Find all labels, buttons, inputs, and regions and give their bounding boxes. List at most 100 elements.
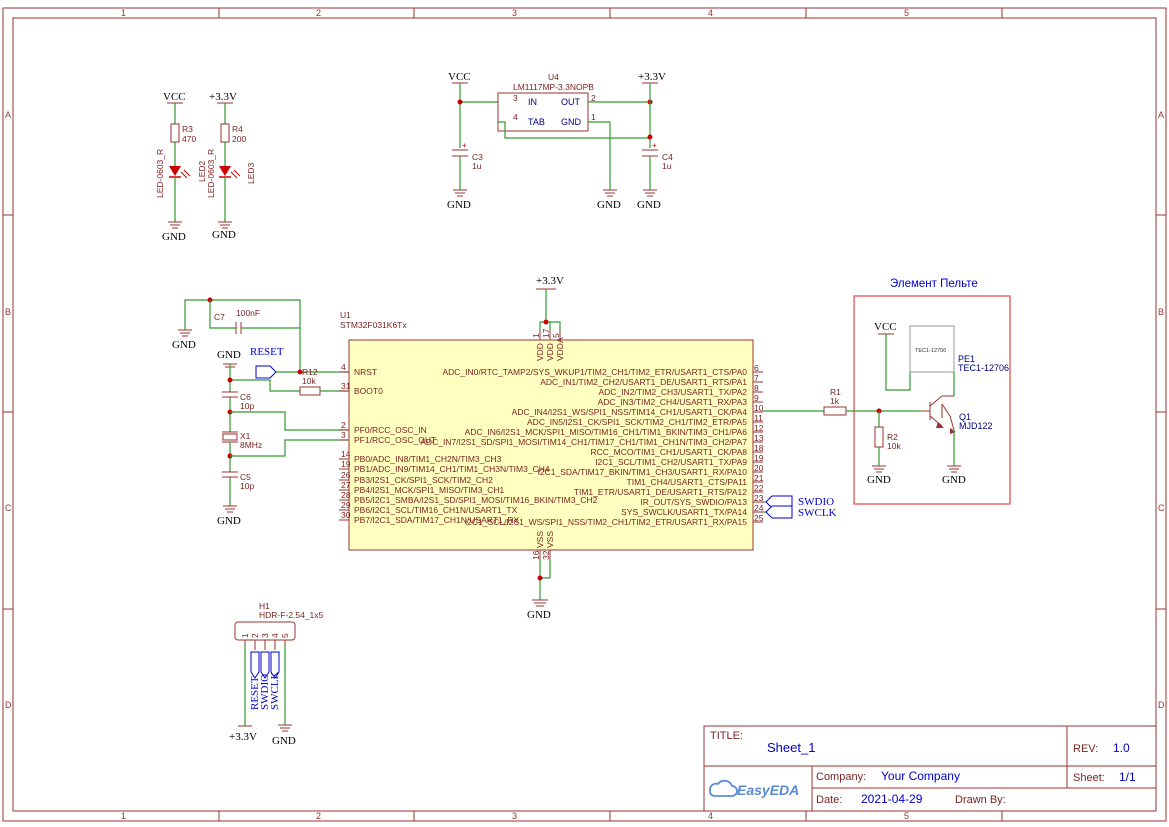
sheet-frame: 1 2 3 4 5 1 2 3 4 5 A B C D A B C D — [2, 7, 1167, 822]
peltier-pe1[interactable] — [909, 325, 955, 373]
gnd-symbol: GND — [637, 199, 661, 211]
mcu-left-pin-name: BOOT0 — [354, 386, 383, 396]
r3-ref: R3 — [182, 124, 193, 134]
resistor-r4[interactable] — [220, 123, 230, 143]
sheet-label: Sheet: — [1073, 772, 1105, 784]
gnd-symbol: GND — [527, 609, 551, 621]
mcu-right-pin-name: IR_OUT/SYS_SWDIO/PA13 — [640, 497, 747, 507]
mcu-left-pin-num: 2 — [341, 420, 346, 430]
r4-ref: R4 — [232, 124, 243, 134]
regulator-section: VCC U4 LM1117MP-3.3NOPB IN OUT TAB GND 3… — [447, 71, 673, 211]
u4-pin4: 4 — [513, 112, 518, 122]
mcu-right-pin-name: TIM1_CH4/USART1_CTS/PA11 — [627, 477, 748, 487]
mcu-left-pin-name: NRST — [354, 367, 377, 377]
mcu-bottom-pin-name: VSS — [545, 531, 555, 548]
mcu-right-pin-num: 25 — [754, 513, 764, 523]
v33-symbol: +3.3V — [209, 91, 237, 103]
mcu-body[interactable] — [348, 339, 754, 551]
swclk-net-label: SWCLK — [798, 507, 837, 519]
resistor-r2[interactable] — [874, 426, 884, 448]
led2-icon[interactable] — [169, 166, 181, 176]
led3-pkg: LED-0603_R — [206, 149, 216, 198]
mcu-right-pin-num: 21 — [754, 473, 764, 483]
mcu-right-pins: 6ADC_IN0/RTC_TAMP2/SYS_WKUP1/TIM2_CH1/TI… — [420, 363, 763, 527]
led-section: VCC R3 470 LED-0603_R GND +3.3V R4 200 L… — [155, 91, 256, 243]
vcc-symbol: VCC — [448, 71, 471, 83]
mcu-right-pin-name: ADC_IN0/RTC_TAMP2/SYS_WKUP1/TIM2_CH1/TIM… — [442, 367, 747, 377]
col-label: 3 — [512, 811, 517, 821]
easyeda-logo-text: EasyEDA — [737, 782, 799, 798]
v33-symbol: +3.3V — [536, 275, 564, 287]
transistor-q1[interactable] — [922, 395, 956, 434]
gnd-symbol: GND — [447, 199, 471, 211]
resistor-r1[interactable] — [823, 406, 847, 416]
c6-value: 10p — [240, 401, 254, 411]
u1-ref: U1 — [340, 310, 351, 320]
mcu-top-pin-name: VDDA — [555, 337, 565, 361]
led2-ref: LED2 — [197, 160, 207, 182]
date-label: Date: — [816, 794, 842, 806]
mcu-right-pin-num: 7 — [754, 373, 759, 383]
col-label: 1 — [121, 811, 126, 821]
header-net-flags[interactable] — [250, 651, 280, 679]
mcu-left-pin-name: PB1/ADC_IN9/TIM14_CH1/TIM1_CH3N/TIM3_CH4 — [354, 464, 550, 474]
resistor-r3[interactable] — [170, 123, 180, 143]
reset-net-flag[interactable] — [255, 365, 277, 379]
date-value: 2021-04-29 — [861, 792, 923, 806]
mcu-right-pin-num: 20 — [754, 463, 764, 473]
mcu-right-pin-name: I2C1_SCL/I2S1_WS/SPI1_NSS/TIM2_CH1/TIM2_… — [465, 517, 747, 527]
mcu-right-pin-num: 13 — [754, 433, 764, 443]
mcu-top-pin-num: 17 — [541, 328, 551, 338]
u4-value: LM1117MP-3.3NOPB — [513, 82, 594, 92]
gnd-symbol: GND — [172, 339, 196, 351]
mcu-right-pin-name: ADC_IN3/TIM2_CH4/USART1_RX/PA3 — [598, 397, 748, 407]
r3-value: 470 — [182, 134, 196, 144]
header-pin-num: 2 — [250, 633, 260, 638]
mcu-left-pin-num: 30 — [341, 510, 351, 520]
c5-ref: C5 — [240, 472, 251, 482]
vcc-symbol: VCC — [163, 91, 186, 103]
row-label: C — [1158, 503, 1165, 513]
col-label: 4 — [708, 8, 713, 18]
v33-symbol: +3.3V — [229, 731, 257, 743]
mcu-right-pin-name: ADC_IN5/I2S1_CK/SPI1_SCK/TIM2_CH1/TIM2_E… — [527, 417, 747, 427]
resistor-r12[interactable] — [299, 386, 321, 396]
crystal-x1[interactable] — [222, 433, 238, 441]
reset-net-label: RESET — [250, 346, 284, 358]
led2-pkg: LED-0603_R — [155, 149, 165, 198]
mcu-top-pin-name: VDD — [545, 343, 555, 361]
pe1-ref: PE1 — [958, 354, 975, 364]
mcu-right-pin-name: I2C1_SDA/TIM17_BKIN/TIM1_CH3/USART1_RX/P… — [538, 467, 748, 477]
u4-out-pin: OUT — [561, 97, 581, 107]
u4-pin1: 1 — [591, 112, 596, 122]
led3-icon[interactable] — [219, 166, 231, 176]
regulator-u4[interactable] — [497, 92, 589, 132]
sheet-value: 1/1 — [1119, 770, 1136, 784]
title-block: TITLE: Sheet_1 REV: 1.0 Company: Your Co… — [703, 725, 1157, 812]
v33-symbol: +3.3V — [638, 71, 666, 83]
mcu-bottom-pin-name: VSS — [535, 531, 545, 548]
c3-value: 1u — [472, 161, 482, 171]
mcu-right-pin-name: SYS_SWCLK/USART1_TX/PA14 — [621, 507, 747, 517]
col-label: 4 — [708, 811, 713, 821]
mcu-right-pin-num: 12 — [754, 423, 764, 433]
q1-ref: Q1 — [959, 412, 971, 422]
svg-text:+: + — [652, 141, 657, 150]
led3-ref: LED3 — [246, 162, 256, 184]
company-label: Company: — [816, 771, 866, 783]
u4-ref: U4 — [548, 72, 559, 82]
mcu-right-pin-name: ADC_IN7/I2S1_SD/SPI1_MOSI/TIM14_CH1/TIM1… — [420, 437, 747, 447]
swdio-net-label: SWDIO — [798, 496, 834, 508]
swclk-net-flag[interactable] — [765, 505, 793, 519]
header-pin-num: 3 — [260, 633, 270, 638]
gnd-symbol: GND — [272, 735, 296, 747]
r2-value: 10k — [887, 441, 901, 451]
mcu-right-pin-num: 24 — [754, 503, 764, 513]
gnd-symbol: GND — [597, 199, 621, 211]
vcc-symbol: VCC — [874, 321, 897, 333]
c7-ref: C7 — [214, 312, 225, 322]
col-label: 2 — [316, 811, 321, 821]
